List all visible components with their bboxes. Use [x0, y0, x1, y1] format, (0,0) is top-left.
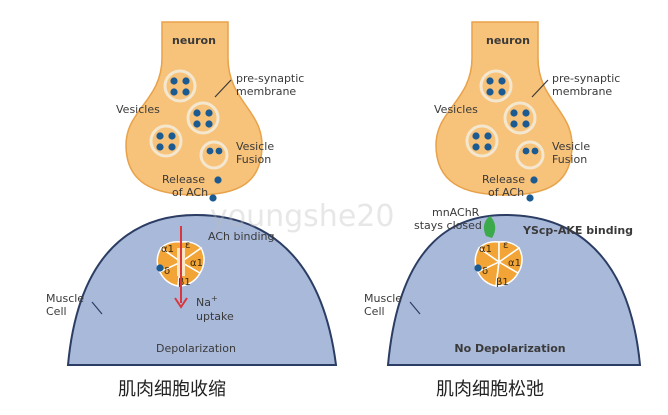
right-vesicles-label: Vesicles: [434, 103, 478, 116]
right-yscp-label: YScp-AKE binding: [522, 224, 633, 237]
left-depolarization-label: Depolarization: [156, 342, 236, 355]
left-vesicle-fusion-label: Vesicle Fusion: [236, 140, 278, 166]
right-subunit-beta1: β1: [496, 277, 509, 288]
right-vesicle: [479, 69, 513, 103]
right-subunit-epsilon: ε: [503, 240, 508, 251]
right-subunit-alpha1-a: α1: [479, 244, 492, 255]
right-muscle-cell: [386, 213, 642, 366]
left-muscle-leader: [91, 301, 103, 315]
left-neuron-label: neuron: [172, 34, 216, 47]
right-ach-molecule: [526, 194, 534, 202]
left-presynaptic-label: pre-synaptic membrane: [236, 72, 308, 98]
right-vesicle: [503, 101, 537, 135]
left-ach-molecule: [214, 176, 222, 184]
left-na-arrowhead: [174, 297, 188, 309]
left-subunit-epsilon: ε: [185, 240, 190, 251]
left-presynaptic-leader: [214, 79, 232, 98]
left-subunit-beta1: β1: [178, 277, 191, 288]
right-subunit-alpha1-b: α1: [508, 258, 521, 269]
left-subunit-delta: δ: [164, 266, 170, 277]
right-caption: 肌肉细胞松弛: [436, 379, 544, 400]
right-vesicle-fusing: [515, 140, 545, 170]
right-yscp-toxin: [483, 216, 496, 238]
left-caption: 肌肉细胞收缩: [118, 379, 226, 400]
left-vesicle-fusing: [199, 140, 229, 170]
right-panel: neuron pre-synaptic membrane Vesicles: [364, 21, 642, 400]
left-muscle-cell: [66, 213, 338, 366]
left-vesicles-label: Vesicles: [116, 103, 160, 116]
right-ach-molecule: [530, 176, 538, 184]
right-presynaptic-label: pre-synaptic membrane: [552, 72, 624, 98]
left-vesicle: [149, 124, 183, 158]
right-presynaptic-leader: [531, 79, 549, 98]
right-muscle-label: Muscle Cell: [364, 292, 406, 318]
left-vesicle: [186, 101, 220, 135]
left-subunit-alpha1-b: α1: [190, 258, 203, 269]
watermark: youngshe20: [210, 199, 394, 234]
right-receptor: [474, 240, 523, 287]
right-no-depolarization-label: No Depolarization: [454, 342, 565, 355]
right-bound-ach: [474, 264, 482, 272]
right-release-label: Release of ACh: [482, 173, 528, 199]
left-subunit-alpha1-a: α1: [161, 244, 174, 255]
right-muscle-leader: [409, 301, 421, 315]
left-muscle-label: Muscle Cell: [46, 292, 88, 318]
left-na-label: Na+: [196, 294, 218, 309]
left-bound-ach: [156, 264, 164, 272]
left-vesicle: [163, 69, 197, 103]
right-subunit-delta: δ: [482, 266, 488, 277]
right-neuron-label: neuron: [486, 34, 530, 47]
left-uptake-label: uptake: [196, 310, 234, 323]
left-panel: neuron pre-synaptic membrane: [46, 21, 338, 400]
right-vesicle: [465, 124, 499, 158]
left-ach-binding-label: ACh binding: [208, 230, 274, 243]
left-ach-molecule: [209, 194, 217, 202]
left-release-label: Release of ACh: [162, 173, 208, 199]
right-mnachr-label: mnAChR stays closed: [414, 206, 483, 232]
right-vesicle-fusion-label: Vesicle Fusion: [552, 140, 594, 166]
